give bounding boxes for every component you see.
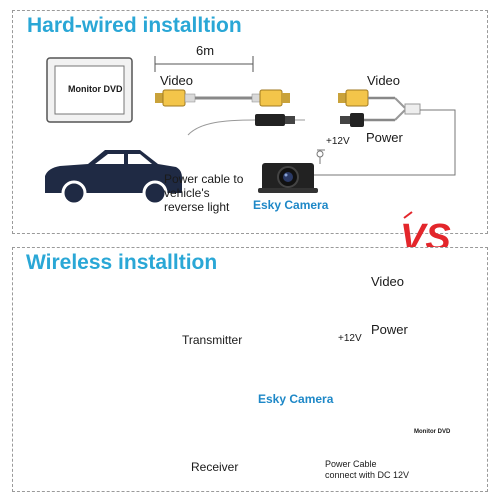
plus12v-label-wireless: +12V xyxy=(338,333,362,344)
power-connector-right xyxy=(300,103,456,176)
power-cable-note: Power cable to vehicle's reverse light xyxy=(164,172,243,214)
power-label-hardwired: Power xyxy=(366,130,403,145)
power-cable-note-line1: Power cable to xyxy=(164,172,244,186)
video-label-wireless: Video xyxy=(371,274,405,289)
distance-label: 6m xyxy=(196,43,215,58)
distance-marker xyxy=(154,56,254,72)
wireless-panel xyxy=(12,247,488,492)
wireless-title: Wireless installtion xyxy=(26,251,218,274)
plus12v-label-hardwired: +12V xyxy=(326,136,350,147)
power-cable-note-wireless: Power Cable connect with DC 12V xyxy=(325,459,409,481)
power-cable-hardwired xyxy=(187,114,305,136)
transmitter-label: Transmitter xyxy=(182,333,243,347)
receiver-label: Receiver xyxy=(191,460,239,474)
power-cable-note-line2: vehicle's xyxy=(164,186,210,200)
video-connector-right xyxy=(338,89,406,109)
monitor-label-wireless: Monitor DVD xyxy=(414,429,451,435)
hardwired-title: Hard-wired installtion xyxy=(27,14,242,37)
video-label-right: Video xyxy=(367,73,401,88)
ground-symbol-icon xyxy=(316,149,325,164)
camera-icon-hardwired xyxy=(258,163,318,193)
camera-label-wireless: Esky Camera xyxy=(258,392,334,406)
camera-label-hardwired: Esky Camera xyxy=(253,198,329,212)
monitor-icon xyxy=(46,57,133,123)
monitor-label: Monitor DVD xyxy=(68,84,123,94)
car-icon-hardwired xyxy=(45,150,182,206)
power-cable-note-wireless-line1: Power Cable xyxy=(325,459,377,469)
power-cable-note-line3: reverse light xyxy=(164,200,230,214)
power-cable-note-wireless-line2: connect with DC 12V xyxy=(325,470,410,480)
power-label-wireless: Power xyxy=(371,322,408,337)
video-label-left: Video xyxy=(160,73,194,88)
video-cable-left xyxy=(155,89,290,107)
